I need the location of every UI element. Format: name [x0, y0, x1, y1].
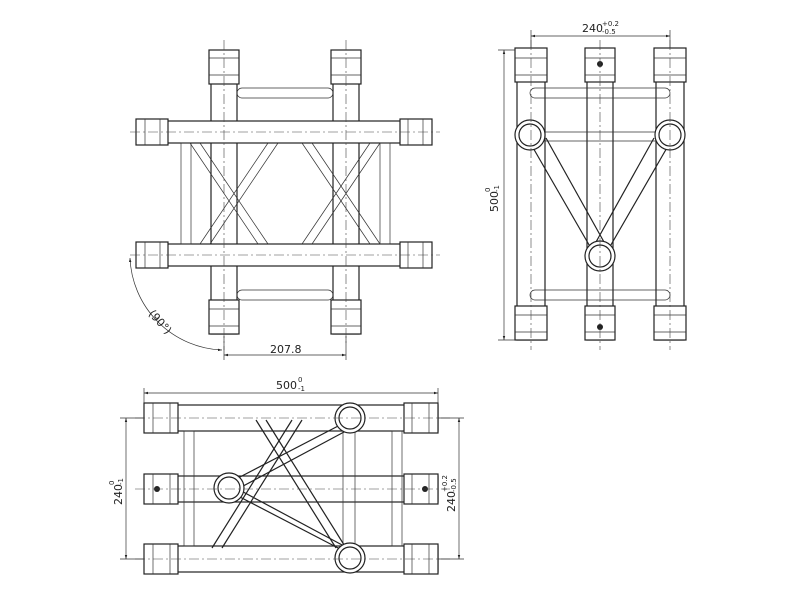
top-left-dimension: 240	[112, 484, 125, 505]
svg-text:-0.5: -0.5	[602, 28, 616, 36]
top-view: 500 0 -1 240 0 -1 240 +0.2 -0.5	[108, 376, 464, 575]
front-view: (90°) 207.8	[128, 40, 440, 360]
svg-text:0: 0	[108, 481, 116, 485]
top-length-dimension: 500	[276, 379, 297, 392]
svg-text:0: 0	[298, 376, 302, 384]
svg-text:+0.2: +0.2	[602, 20, 619, 28]
svg-text:+0.2: +0.2	[441, 475, 449, 492]
side-width-dimension: 240	[582, 22, 603, 35]
svg-text:0: 0	[484, 188, 492, 192]
side-view: 240 +0.2 -0.5 500 0 -1	[484, 20, 687, 350]
width-dimension: 207.8	[270, 343, 302, 356]
svg-text:-1: -1	[298, 385, 305, 393]
svg-text:-1: -1	[493, 185, 501, 192]
side-height-dimension: 500	[488, 191, 501, 212]
svg-text:-1: -1	[117, 478, 125, 485]
svg-text:-0.5: -0.5	[450, 478, 458, 492]
top-right-dimension: 240	[445, 491, 458, 512]
